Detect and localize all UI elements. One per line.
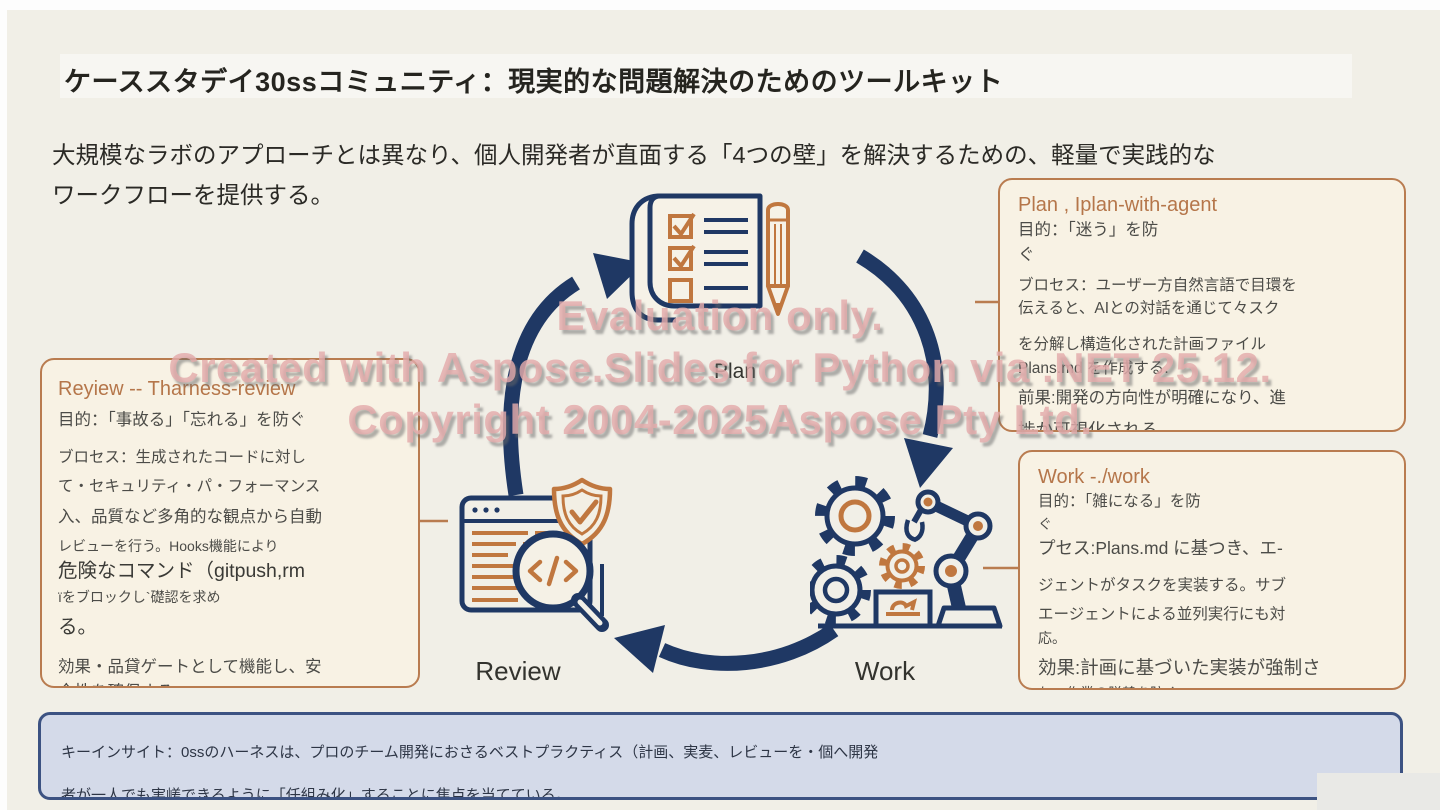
review-box-line: ブロセス：生成されたコードに対し	[58, 448, 307, 466]
plan-box-line: を分解し構造化された計画ファイル	[1018, 336, 1267, 354]
work-box-line: エージェントによる並列実行にも対	[1038, 606, 1286, 624]
key-insight-box: キーインサイト：0ssのハーネスは、プロのチーム開発におさるベストプラクティス（…	[38, 712, 1403, 800]
plan-box-heading: Plan , Iplan-with-agent	[1018, 194, 1218, 216]
plan-checklist-pencil-icon	[629, 193, 790, 323]
work-annotation-box: Work -./work 目的：「雑になる」を防 ぐ プセス:Plans.md …	[1018, 450, 1406, 690]
arrow-work-to-review	[658, 623, 839, 671]
bottom-right-overlay	[1317, 773, 1440, 810]
review-box-line: 入、品質など多角的な観点から自動	[58, 507, 322, 526]
slide-subtitle-line2: ワークフローを提供する。	[52, 182, 334, 208]
plan-annotation-box: Plan , Iplan-with-agent 目的：「迷う」を防 ぐ ブロセス…	[998, 178, 1406, 432]
plan-box-line: ブロセス：ユーザー方自然言語で目環を	[1018, 276, 1297, 294]
review-box-line: レビューを行う。Hooks機能により	[58, 538, 279, 555]
review-node-label: Review	[475, 656, 561, 686]
plan-box-line: 目的：「迷う」を防	[1018, 221, 1159, 239]
work-box-line: 効果:計画に基づいた実装が強制さ	[1038, 657, 1321, 679]
arrowhead-to-work	[904, 438, 953, 488]
plan-box-line: 前果:開発の方向性が明確になり、進	[1018, 389, 1286, 408]
review-magnifier-shield-icon	[459, 477, 613, 632]
key-insight-line1: キーインサイト：0ssのハーネスは、プロのチーム開発におさるベストプラクティス（…	[61, 744, 879, 761]
work-box-heading: Work -./work	[1038, 466, 1150, 488]
review-box-line: 効果・品貸ゲートとして機能し、安	[58, 657, 322, 676]
slide-title: ケーススタデイ30ssコミュニティ：現実的な問題解決のためのツールキット	[64, 67, 1004, 97]
plan-box-line: Plans.md を作成する.	[1018, 359, 1169, 377]
work-box-line: ぐ	[1038, 516, 1052, 533]
plan-node-label: Plan	[713, 360, 757, 383]
review-box-line: る。	[58, 616, 98, 639]
review-box-heading: Reyiew -- Tharness-review	[58, 378, 296, 400]
arrow-plan-to-work	[856, 249, 944, 438]
review-box-line: 危険なコマンド（gitpush,rm	[58, 559, 306, 582]
work-box-line: プセス:Plans.md に基つき、エ-	[1038, 537, 1283, 558]
plan-box-line: 捗か可視化される。	[1018, 420, 1176, 432]
review-box-line: て・セキュリティ・パ・フォーマンス	[58, 478, 321, 496]
work-box-line: ジェントがタスクを実装する。サブ	[1038, 577, 1287, 595]
arrowhead-to-review	[614, 625, 665, 673]
review-annotation-box: Reyiew -- Tharness-review 目的：「事故る」「忘れる」を…	[40, 358, 420, 688]
plan-box-line: ぐ	[1018, 245, 1035, 264]
review-box-line: 全性を確保する。	[58, 682, 402, 686]
arrow-review-to-plan	[502, 276, 581, 497]
slide-left-margin	[0, 0, 7, 810]
slide-subtitle-line1: 大規模なラボのアプローチとは異なり、個人開発者が直面する「4つの壁」を解決するた…	[52, 142, 1216, 168]
work-box-line: 応。	[1038, 629, 1066, 646]
plan-box-line: 伝えると、AIとの対話を通じて々スク	[1018, 299, 1280, 317]
work-robot-arm-gears-icon	[810, 476, 1003, 629]
work-box-line: 目的：「雑になる」を防	[1038, 493, 1201, 510]
review-box-line: 目的：「事故る」「忘れる」を防ぐ	[58, 411, 306, 429]
title-highlight	[60, 54, 1352, 98]
slide-top-margin	[0, 0, 1440, 10]
key-insight-line2: 者が一人でも実嵯できるように「任組み化」することに焦点を当てている。	[61, 787, 571, 800]
work-box-line: れ、作業の脱鶴を防ぐ	[1038, 684, 1386, 688]
work-node-label: Work	[854, 656, 916, 686]
review-box-line: ïをブロックし`礎認を求め	[58, 588, 221, 605]
